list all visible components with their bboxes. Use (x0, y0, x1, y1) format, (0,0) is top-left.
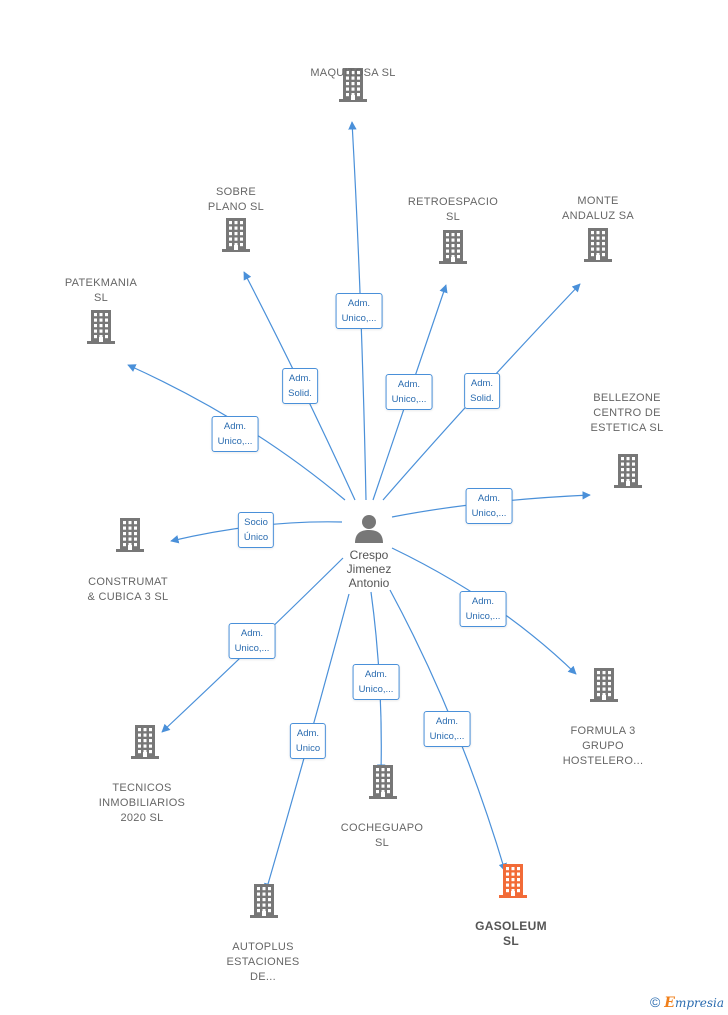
company-label-gasoleum[interactable]: GASOLEUM SL (475, 919, 547, 948)
edge-label-retroespacio[interactable]: Adm. Unico,... (385, 374, 433, 410)
edge-label-patekmania[interactable]: Adm. Unico,... (211, 416, 259, 452)
company-label-tecnicos[interactable]: TECNICOS INMOBILIARIOS 2020 SL (98, 782, 186, 824)
company-label-autoplus[interactable]: AUTOPLUS ESTACIONES DE... (226, 941, 300, 983)
company-label-maquitosa[interactable]: MAQUITOSA SL (310, 67, 396, 79)
building-icon[interactable] (219, 216, 253, 252)
company-label-construmat[interactable]: CONSTRUMAT & CUBICA 3 SL (87, 576, 169, 603)
building-icon[interactable] (336, 66, 370, 102)
company-label-cocheguapo[interactable]: COCHEGUAPO SL (340, 822, 424, 849)
brand-logo-text: mpresia (674, 996, 724, 1010)
edge-label-sobre-plano[interactable]: Adm. Solid. (282, 368, 318, 404)
company-label-sobre-plano[interactable]: SOBRE PLANO SL (207, 186, 265, 213)
building-icon[interactable] (84, 308, 118, 344)
company-label-retroespacio[interactable]: RETROESPACIO SL (407, 196, 499, 223)
copyright-icon: © (649, 994, 661, 1010)
building-icon[interactable] (436, 228, 470, 264)
edge-label-bellezone[interactable]: Adm. Unico,... (465, 488, 513, 524)
edge-label-formula3[interactable]: Adm. Unico,... (459, 591, 507, 627)
edge-label-construmat[interactable]: Socio Único (237, 512, 275, 548)
building-icon[interactable] (587, 666, 621, 702)
building-icon[interactable] (366, 763, 400, 799)
building-icon[interactable] (247, 882, 281, 918)
building-icon[interactable] (128, 723, 162, 759)
brand-logo-e: E (664, 995, 675, 1011)
edge-label-monte-andaluz[interactable]: Adm. Solid. (464, 373, 500, 409)
building-icon[interactable] (581, 226, 615, 262)
company-label-monte-andaluz[interactable]: MONTE ANDALUZ SA (561, 195, 635, 222)
edge-label-gasoleum[interactable]: Adm. Unico,... (423, 711, 471, 747)
building-icon[interactable] (496, 862, 530, 898)
edge-label-tecnicos[interactable]: Adm. Unico,... (228, 623, 276, 659)
building-icon[interactable] (113, 516, 147, 552)
footer-brand: ©Empresia (650, 994, 724, 1011)
company-label-patekmania[interactable]: PATEKMANIA SL (64, 277, 138, 304)
edge-label-autoplus[interactable]: Adm. Unico (289, 723, 327, 759)
center-person-name[interactable]: Crespo Jimenez Antonio (346, 548, 392, 590)
edge-label-cocheguapo[interactable]: Adm. Unico,... (352, 664, 400, 700)
edge-label-maquitosa[interactable]: Adm. Unico,... (335, 293, 383, 329)
company-label-formula3[interactable]: FORMULA 3 GRUPO HOSTELERO... (562, 725, 644, 767)
company-label-bellezone[interactable]: BELLEZONE CENTRO DE ESTETICA SL (590, 392, 664, 434)
building-icon[interactable] (611, 452, 645, 488)
person-icon[interactable] (353, 512, 385, 544)
